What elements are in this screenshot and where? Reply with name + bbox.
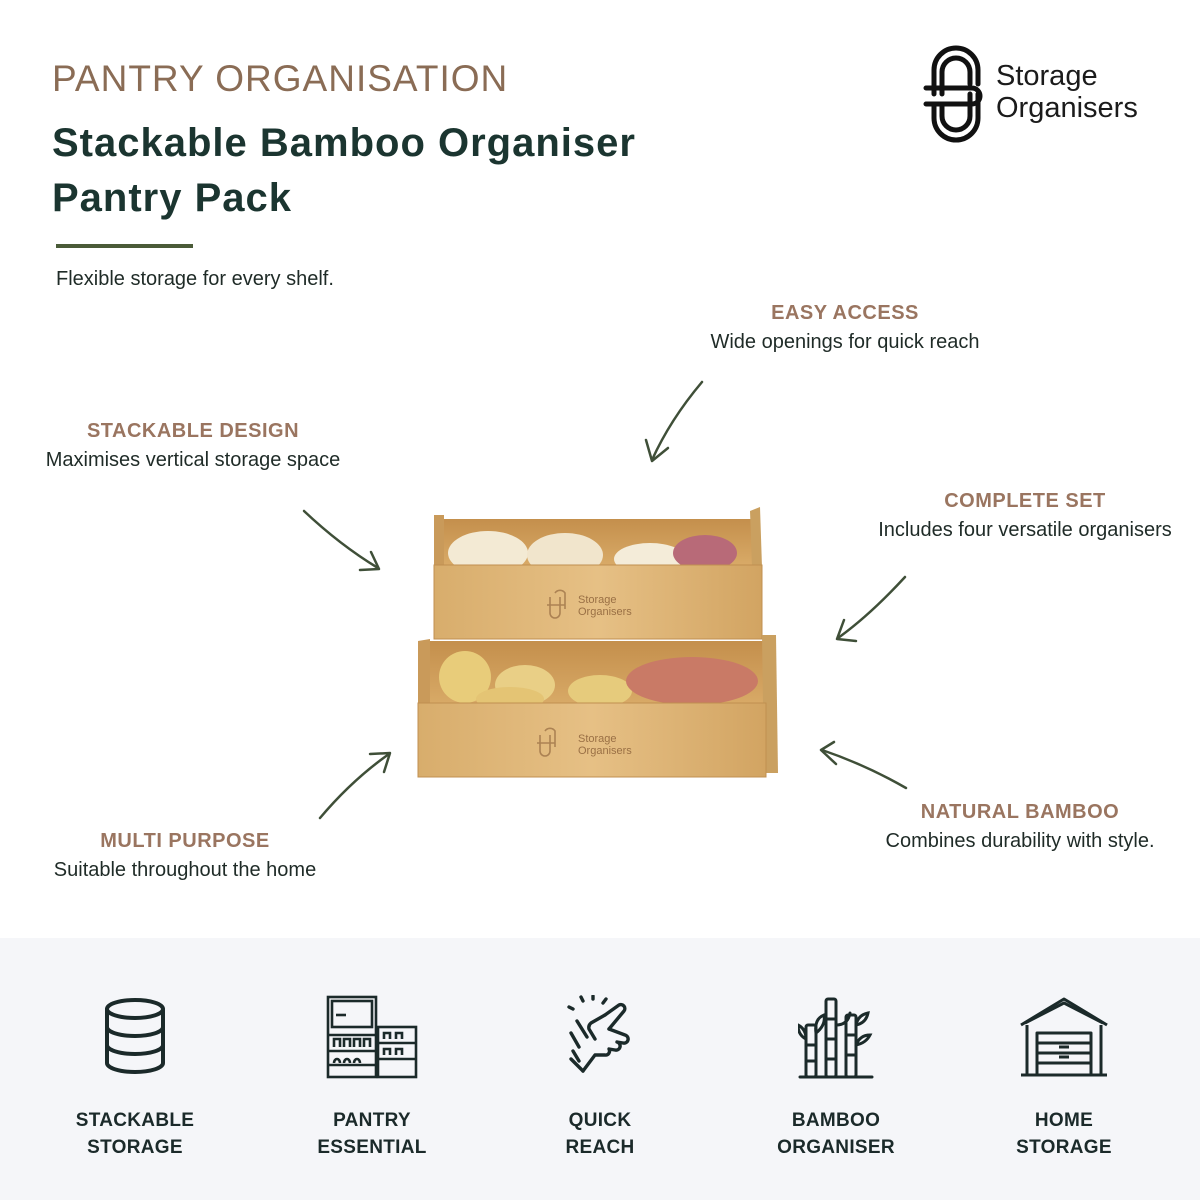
logo-line-2: Organisers [996,92,1138,124]
feature-label: QUICK REACH [505,1107,695,1161]
feature-label-line: QUICK [568,1110,632,1131]
feature-label-line: STORAGE [1016,1137,1112,1158]
red-onion [673,535,737,571]
potato [439,651,491,703]
feature-label: PANTRY ESSENTIAL [277,1107,467,1161]
garage-home-icon [1020,997,1108,1077]
callout-heading: NATURAL BAMBOO [920,801,1120,823]
upper-organiser: Storage Organisers [433,507,763,640]
tagline: Flexible storage for every shelf. [56,268,334,290]
feature-label-line: HOME [1034,1110,1094,1131]
callout-complete-set: COMPLETE SET Includes four versatile org… [860,490,1190,542]
callout-heading: MULTI PURPOSE [100,830,270,852]
feature-label-line: PANTRY [333,1110,411,1131]
eyebrow-label: PANTRY ORGANISATION [52,58,509,99]
arrow-complete-set [835,575,907,643]
callout-multi-purpose: MULTI PURPOSE Suitable throughout the ho… [30,830,340,882]
logo-wordmark: Storage Organisers [996,60,1138,124]
feature-band [0,938,1200,1200]
feature-label-line: STACKABLE [75,1110,195,1131]
reaching-hand-icon [567,995,630,1073]
callout-description: Combines durability with style. [885,830,1155,852]
feature-label: STACKABLE STORAGE [40,1107,230,1161]
feature-label-line: ESSENTIAL [317,1137,427,1158]
box-brand-text: Storage [578,594,617,606]
callout-heading: STACKABLE DESIGN [86,420,300,442]
feature-label-line: ORGANISER [777,1137,895,1158]
title-divider [56,244,193,248]
callout-natural-bamboo: NATURAL BAMBOO Combines durability with … [860,801,1180,853]
onion [448,531,528,575]
bamboo-organiser-product-image: Storage Organisers Storage Organisers [417,507,778,778]
storage-organisers-logo-icon [923,45,983,143]
callout-stackable-design: STACKABLE DESIGN Maximises vertical stor… [30,420,356,472]
bamboo-icon [798,997,874,1079]
feature-pantry-essential: PANTRY ESSENTIAL [277,995,467,1161]
feature-label-line: BAMBOO [791,1110,881,1131]
arrow-easy-access [644,380,704,463]
feature-quick-reach: QUICK REACH [505,995,695,1161]
arrow-natural-bamboo [819,740,908,790]
pantry-shelf-icon [326,995,418,1079]
feature-stackable-storage: STACKABLE STORAGE [40,995,230,1161]
logo-line-1: Storage [996,60,1098,92]
callout-description: Maximises vertical storage space [45,449,341,471]
feature-home-storage: HOME STORAGE [969,995,1159,1161]
feature-label-line: REACH [565,1137,635,1158]
feature-bamboo-organiser: BAMBOO ORGANISER [741,995,931,1161]
feature-label-line: STORAGE [87,1137,183,1158]
arrow-multi-purpose [318,751,392,820]
box-brand-text: Storage [578,733,617,745]
arrow-stackable-design [302,509,381,572]
potato [568,675,632,707]
lower-organiser: Storage Organisers [417,635,778,778]
callout-easy-access: EASY ACCESS Wide openings for quick reac… [690,302,1000,354]
feature-label: HOME STORAGE [969,1107,1159,1161]
callout-heading: COMPLETE SET [944,490,1106,512]
callout-heading: EASY ACCESS [771,302,919,324]
callout-description: Suitable throughout the home [53,859,317,881]
stack-storage-icon [105,998,165,1074]
callout-description: Wide openings for quick reach [710,331,980,353]
box-brand-text: Organisers [578,606,632,618]
box-brand-text: Organisers [578,745,632,757]
feature-label: BAMBOO ORGANISER [741,1107,931,1161]
page-title: Stackable Bamboo Organiser Pantry Pack [52,121,636,220]
callout-description: Includes four versatile organisers [878,519,1172,541]
sweet-potato [626,657,758,705]
